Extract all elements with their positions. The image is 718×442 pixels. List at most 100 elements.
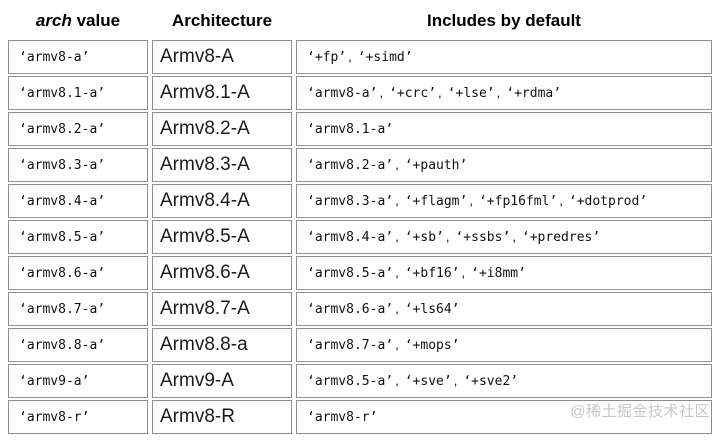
- include-code: ‘+pauth’: [404, 158, 468, 173]
- architecture-cell: Armv8-A: [152, 40, 292, 74]
- include-code: ‘+lse’: [447, 86, 495, 101]
- architecture-cell: Armv9-A: [152, 364, 292, 398]
- includes-cell: ‘armv8.2-a’,‘+pauth’: [296, 148, 712, 182]
- includes-cell: ‘armv8.5-a’,‘+bf16’,‘+i8mm’: [296, 256, 712, 290]
- include-code: ‘armv8.2-a’: [307, 158, 394, 173]
- architecture-cell: Armv8.3-A: [152, 148, 292, 182]
- list-separator: ,: [395, 337, 399, 352]
- include-code: ‘+crc’: [389, 86, 437, 101]
- arch-value-cell: ‘armv8-a’: [8, 40, 148, 74]
- col-header-arch-value: arch value: [8, 4, 148, 38]
- include-code: ‘armv8.6-a’: [307, 302, 394, 317]
- col-header-architecture: Architecture: [171, 11, 273, 30]
- table-row: ‘armv8.4-a’Armv8.4-A‘armv8.3-a’,‘+flagm’…: [8, 184, 712, 218]
- arch-value-code: ‘armv8.8-a’: [19, 338, 106, 353]
- arch-value-cell: ‘armv8.8-a’: [8, 328, 148, 362]
- architecture-cell: Armv8.4-A: [152, 184, 292, 218]
- arch-value-code: ‘armv9-a’: [19, 374, 90, 389]
- include-code: ‘armv8-r’: [307, 410, 378, 425]
- list-separator: ,: [379, 85, 384, 100]
- include-code: ‘+flagm’: [404, 194, 468, 209]
- table-row: ‘armv8-r’ Armv8-R ‘armv8-r’: [8, 400, 712, 434]
- includes-cell: ‘armv8.3-a’,‘+flagm’,‘+fp16fml’,‘+dotpro…: [296, 184, 712, 218]
- arch-value-code: ‘armv8.5-a’: [19, 230, 106, 245]
- include-code: ‘+rdma’: [506, 86, 562, 101]
- arch-value-cell: ‘armv9-a’: [8, 364, 148, 398]
- table-row: ‘armv8.2-a’ Armv8.2-A ‘armv8.1-a’: [8, 112, 712, 146]
- include-code: ‘+fp16fml’: [478, 194, 558, 209]
- architecture-cell: Armv8-R: [152, 400, 292, 434]
- list-separator: ,: [395, 373, 399, 388]
- include-code: ‘+predres’: [521, 230, 601, 245]
- includes-cell: ‘armv8.5-a’,‘+sve’,‘+sve2’: [296, 364, 712, 398]
- list-separator: ,: [395, 193, 399, 208]
- table-body: ‘armv8-a’ Armv8-A ‘+fp’, ‘+simd’ ‘armv8.1-a’…: [8, 40, 712, 434]
- arch-value-code: ‘armv8.7-a’: [19, 302, 106, 317]
- arch-value-cell: ‘armv8.1-a’: [8, 76, 148, 110]
- architecture-cell: Armv8.8-a: [152, 328, 292, 362]
- include-code: ‘armv8.4-a’: [307, 230, 394, 245]
- list-separator: ,: [438, 85, 442, 100]
- arch-value-cell: ‘armv8.7-a’: [8, 292, 148, 326]
- includes-cell: ‘armv8.4-a’,‘+sb’,‘+ssbs’,‘+predres’: [296, 220, 712, 254]
- arch-value-code: ‘armv8-r’: [19, 410, 90, 425]
- include-code: ‘+sve2’: [463, 374, 519, 389]
- arch-value-cell: ‘armv8.5-a’: [8, 220, 148, 254]
- architecture-cell: Armv8.6-A: [152, 256, 292, 290]
- table-row: ‘armv8.8-a’ Armv8.8-a‘armv8.7-a’,‘+mops’: [8, 328, 712, 362]
- list-separator: ,: [395, 301, 399, 316]
- table-row: ‘armv8.3-a’ Armv8.3-A‘armv8.2-a’,‘+pauth’: [8, 148, 712, 182]
- table-row: ‘armv8.6-a’Armv8.6-A‘armv8.5-a’,‘+bf16’,…: [8, 256, 712, 290]
- arch-options-table: arch value Architecture Includes by defa…: [4, 2, 716, 436]
- includes-cell: ‘armv8.1-a’: [296, 112, 712, 146]
- arch-value-code: ‘armv8.4-a’: [19, 194, 106, 209]
- include-code: ‘+simd’: [357, 50, 413, 65]
- include-code: ‘armv8.5-a’: [307, 374, 394, 389]
- include-code: ‘armv8.3-a’: [307, 194, 394, 209]
- includes-cell: ‘armv8.6-a’,‘+ls64’: [296, 292, 712, 326]
- include-code: ‘+fp’: [307, 50, 347, 65]
- list-separator: ,: [559, 193, 563, 208]
- list-separator: ,: [512, 229, 516, 244]
- architecture-cell: Armv8.2-A: [152, 112, 292, 146]
- list-separator: ,: [461, 265, 466, 280]
- includes-cell: ‘armv8-r’: [296, 400, 712, 434]
- arch-value-code: ‘armv8.6-a’: [19, 266, 106, 281]
- table-row: ‘armv8.5-a’ Armv8.5-A ‘armv8.4-a’, ‘+sb’, ‘+…: [8, 220, 712, 254]
- list-separator: ,: [496, 85, 501, 100]
- arch-value-code: ‘armv8.2-a’: [19, 122, 106, 137]
- includes-cell: ‘armv8-a’,‘+crc’,‘+lse’,‘+rdma’: [296, 76, 712, 110]
- list-separator: ,: [348, 49, 352, 64]
- arch-value-cell: ‘armv8.3-a’: [8, 148, 148, 182]
- list-separator: ,: [469, 193, 473, 208]
- arch-value-cell: ‘armv8.2-a’: [8, 112, 148, 146]
- table-row: ‘armv8-a’ Armv8-A ‘+fp’, ‘+simd’: [8, 40, 712, 74]
- arch-value-code: ‘armv8-a’: [19, 50, 90, 65]
- include-code: ‘+sb’: [404, 230, 444, 245]
- table-row: ‘armv8.7-a’ Armv8.7-A‘armv8.6-a’,‘+ls64’: [8, 292, 712, 326]
- arch-value-code: ‘armv8.3-a’: [19, 158, 106, 173]
- list-separator: ,: [395, 265, 399, 280]
- table-row: ‘armv8.1-a’Armv8.1-A‘armv8-a’,‘+crc’,‘+l…: [8, 76, 712, 110]
- include-code: ‘armv8.1-a’: [307, 122, 394, 137]
- architecture-cell: Armv8.7-A: [152, 292, 292, 326]
- header-row: arch value Architecture Includes by defa…: [8, 4, 712, 38]
- include-code: ‘armv8-a’: [307, 86, 378, 101]
- includes-cell: ‘armv8.7-a’,‘+mops’: [296, 328, 712, 362]
- include-code: ‘+sve’: [404, 374, 452, 389]
- arch-value-label: value: [76, 11, 121, 30]
- include-code: ‘armv8.7-a’: [307, 338, 394, 353]
- list-separator: ,: [395, 229, 399, 244]
- include-code: ‘+i8mm’: [471, 266, 526, 281]
- include-code: ‘+dotprod’: [568, 194, 648, 209]
- arch-value-cell: ‘armv8.6-a’: [8, 256, 148, 290]
- arch-value-cell: ‘armv8.4-a’: [8, 184, 148, 218]
- watermark: @稀土掘金技术社区: [570, 403, 710, 420]
- include-code: ‘+bf16’: [404, 266, 460, 281]
- table-row: ‘armv9-a’Armv9-A‘armv8.5-a’,‘+sve’,‘+sve…: [8, 364, 712, 398]
- arch-value-code: ‘armv8.1-a’: [19, 86, 106, 101]
- architecture-cell: Armv8.5-A: [152, 220, 292, 254]
- architecture-cell: Armv8.1-A: [152, 76, 292, 110]
- col-header-includes: Includes by default: [427, 11, 581, 30]
